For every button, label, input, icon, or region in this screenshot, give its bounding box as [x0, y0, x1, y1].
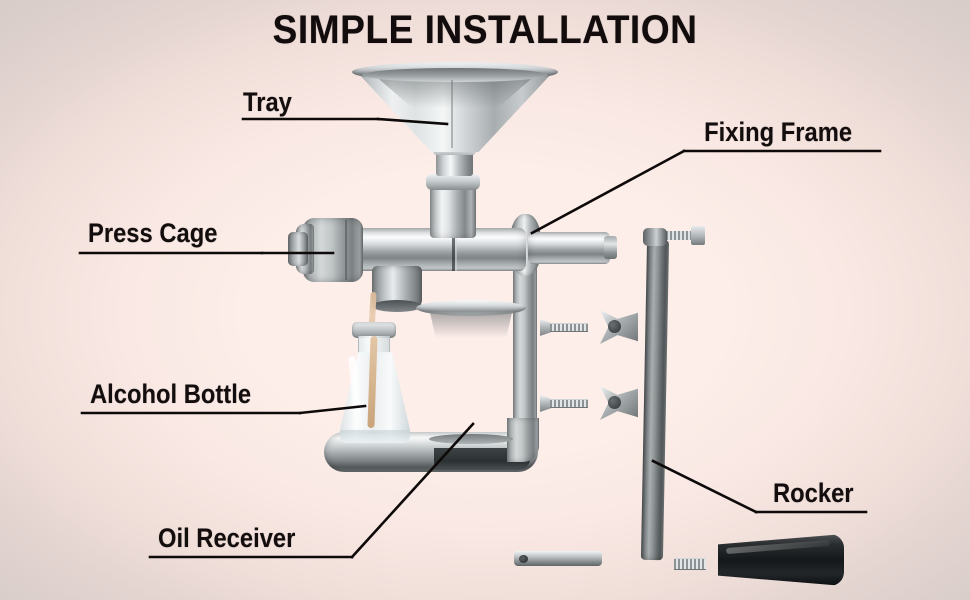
callout-fixing-frame[interactable]: Fixing Frame	[684, 119, 852, 146]
part-fixing-frame-corner	[507, 418, 539, 462]
part-bolt-1-head	[540, 319, 551, 336]
part-alcohol-bottle-base	[340, 430, 410, 443]
part-press-body-shaft	[528, 232, 610, 264]
part-hex-key-long-arm	[514, 551, 602, 566]
part-rocker-bar	[640, 239, 670, 561]
callout-alcohol-bottle[interactable]: Alcohol Bottle	[90, 381, 273, 408]
part-tray-vertical-crease	[451, 80, 453, 148]
part-handle-knob-stud	[674, 558, 706, 570]
callout-oil-receiver[interactable]: Oil Receiver	[158, 525, 314, 552]
part-socket-bolt-shank	[666, 231, 694, 240]
part-bolt-2-shank	[550, 399, 588, 408]
part-tray-rim-inner	[362, 68, 548, 82]
callout-press-cage-label: Press Cage	[88, 218, 218, 248]
part-socket-bolt-head	[691, 226, 705, 245]
part-oil-receiver-rim	[416, 300, 526, 316]
part-bolt-2-head	[540, 395, 551, 412]
part-wing-nut-2-hub	[608, 396, 621, 409]
part-press-shaft-tip	[604, 236, 617, 259]
part-press-cage-nut	[288, 232, 308, 266]
page-title: SIMPLE INSTALLATION	[272, 8, 698, 52]
callout-tray-label: Tray	[243, 87, 292, 117]
part-hex-key-short-arm	[587, 516, 602, 560]
callout-fixing-frame-label: Fixing Frame	[704, 117, 853, 147]
part-wing-nut-1-hub	[608, 320, 621, 333]
part-alcohol-bottle-cap	[352, 322, 396, 338]
part-oil-receiver-base	[429, 434, 513, 444]
part-press-body-ring-1	[452, 228, 455, 271]
part-hex-key-tip-socket	[519, 555, 528, 563]
part-handle-knob-grip	[718, 534, 844, 586]
part-bolt-1-shank	[550, 323, 588, 332]
part-rocker-top-cap	[643, 228, 667, 246]
part-handle-knob-collar	[703, 548, 720, 580]
part-press-body-ring-2	[455, 228, 457, 271]
part-neck-collar	[426, 174, 480, 190]
callout-tray[interactable]: Tray	[243, 89, 299, 116]
callout-rocker-label: Rocker	[772, 478, 854, 508]
callout-rocker[interactable]: Rocker	[762, 480, 854, 507]
callout-press-cage[interactable]: Press Cage	[88, 220, 235, 247]
part-output-spout-lip	[372, 300, 422, 312]
part-press-cage-seam	[345, 220, 347, 280]
callout-oil-receiver-label: Oil Receiver	[158, 523, 296, 553]
callout-alcohol-bottle-label: Alcohol Bottle	[90, 379, 252, 409]
